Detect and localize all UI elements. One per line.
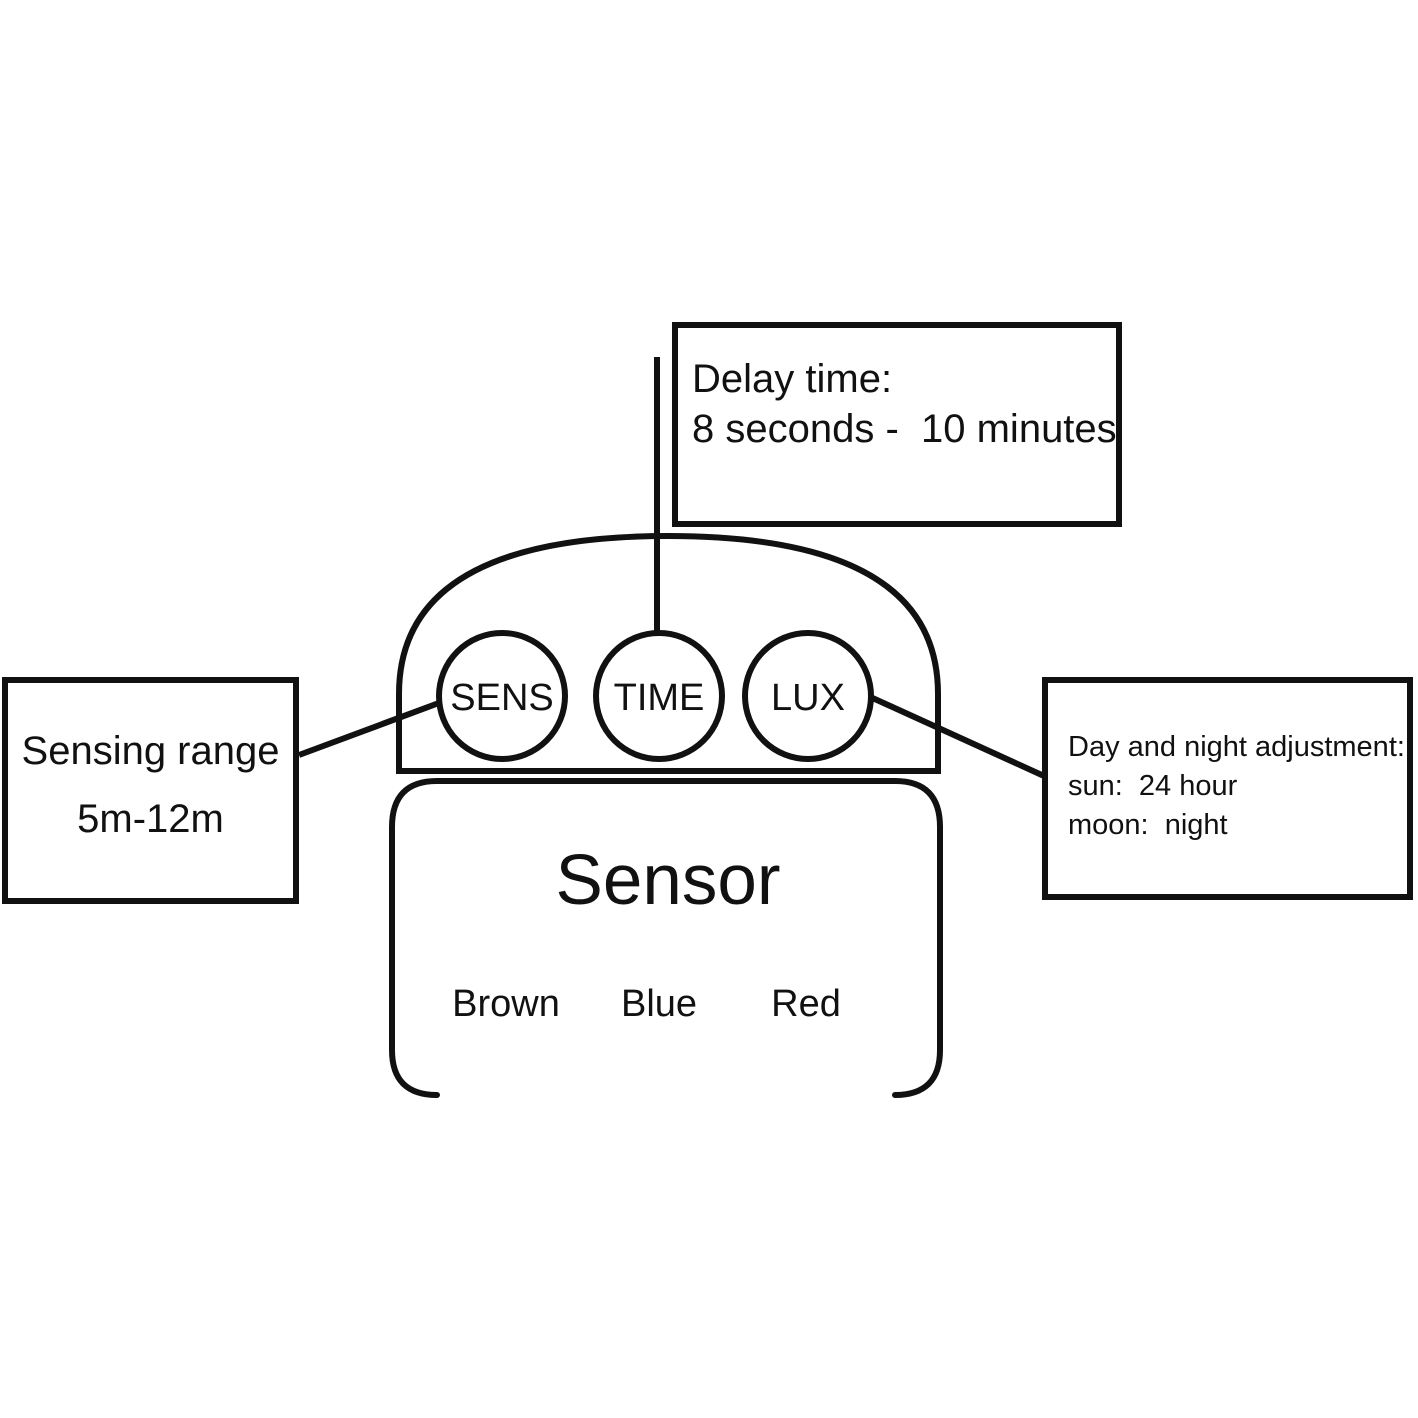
- sensing-range-value: 5m-12m: [77, 797, 224, 841]
- day-night-title: Day and night adjustment:: [1068, 731, 1405, 763]
- lux-knob-label: LUX: [771, 677, 845, 719]
- sensor-body-outline: [389, 778, 943, 1098]
- time-knob-label: TIME: [613, 677, 705, 719]
- delay-time-range: 8 seconds - 10 minutes: [692, 407, 1117, 451]
- delay-time-title: Delay time:: [692, 357, 893, 401]
- lux-knob: [742, 630, 874, 762]
- day-night-sun: sun: 24 hour: [1068, 770, 1238, 802]
- sensing-range-title: Sensing range: [21, 729, 280, 773]
- sens-knob: [436, 630, 568, 762]
- wire-label-blue: Blue: [620, 983, 698, 1025]
- wire-label-brown: Brown: [452, 983, 560, 1025]
- day-night-moon: moon: night: [1068, 809, 1228, 841]
- callout-day-night: Day and night adjustment: sun: 24 hour m…: [1042, 677, 1413, 900]
- callout-sensing-range: Sensing range 5m-12m: [2, 677, 299, 904]
- wire-label-red: Red: [771, 983, 841, 1025]
- device-title: Sensor: [555, 841, 781, 920]
- callout-delay-time: Delay time: 8 seconds - 10 minutes: [672, 322, 1122, 527]
- sens-knob-label: SENS: [450, 677, 554, 719]
- time-knob: [593, 630, 725, 762]
- connector-sensing-to-sens: [297, 694, 457, 758]
- connector-lux-to-daynight: [853, 687, 1046, 779]
